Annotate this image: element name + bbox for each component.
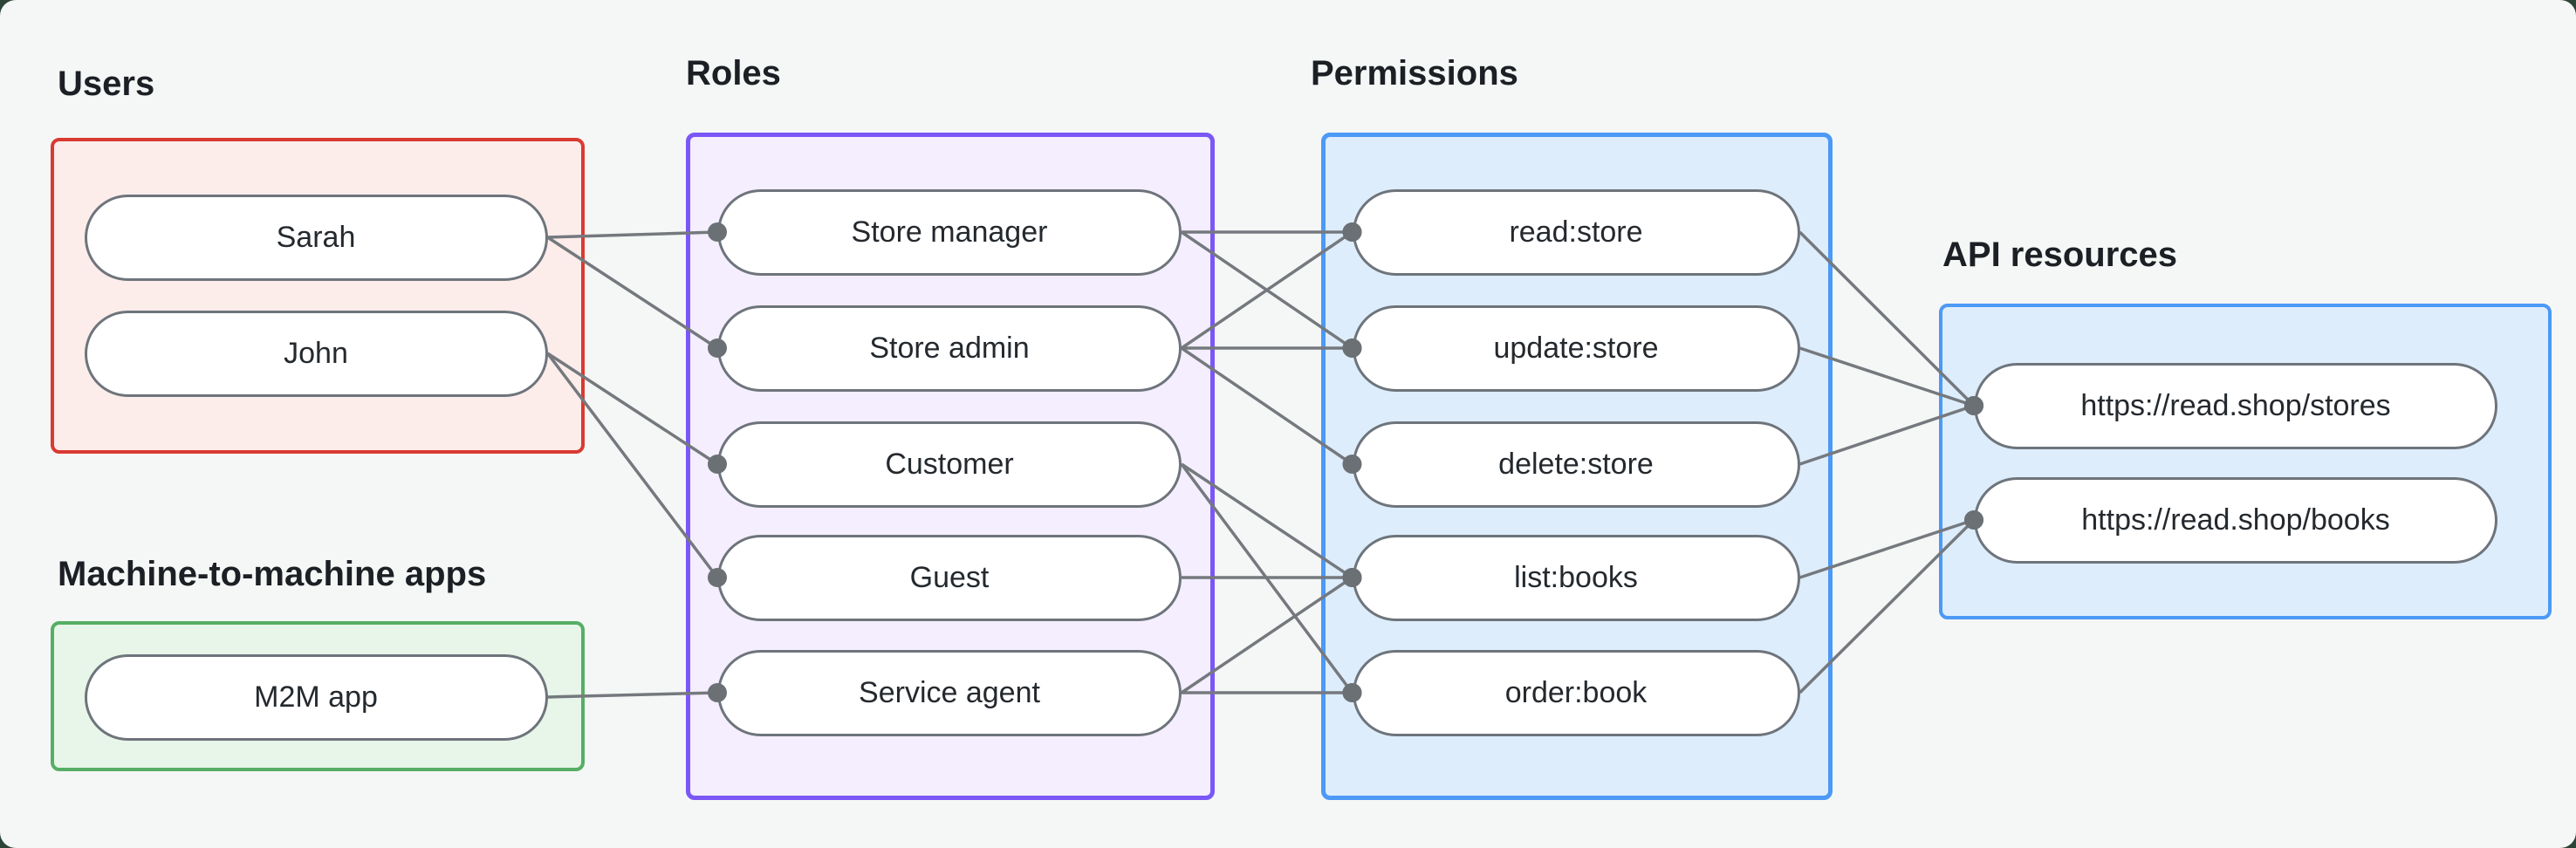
group-box-users — [51, 138, 585, 454]
node-sarah: Sarah — [84, 194, 548, 281]
node-delete-store: delete:store — [1352, 421, 1800, 508]
node-read-store: read:store — [1352, 188, 1800, 276]
node-guest: Guest — [717, 534, 1182, 621]
node-m2m-app: M2M app — [84, 653, 548, 741]
node-store-manager: Store manager — [717, 188, 1182, 276]
group-label-permissions: Permissions — [1311, 54, 1518, 92]
group-label-roles: Roles — [686, 54, 781, 92]
node-john: John — [84, 310, 548, 397]
node-list-books: list:books — [1352, 534, 1800, 621]
node-service-agent: Service agent — [717, 649, 1182, 736]
group-label-users: Users — [58, 65, 155, 103]
group-label-api: API resources — [1942, 236, 2178, 274]
group-label-m2m: Machine-to-machine apps — [58, 555, 487, 593]
node-customer: Customer — [717, 421, 1182, 508]
node-stores-api: https://read.shop/stores — [1974, 362, 2497, 449]
group-box-api — [1939, 304, 2552, 619]
node-order-book: order:book — [1352, 649, 1800, 736]
node-update-store: update:store — [1352, 304, 1800, 392]
node-store-admin: Store admin — [717, 304, 1182, 392]
node-books-api: https://read.shop/books — [1974, 476, 2497, 564]
